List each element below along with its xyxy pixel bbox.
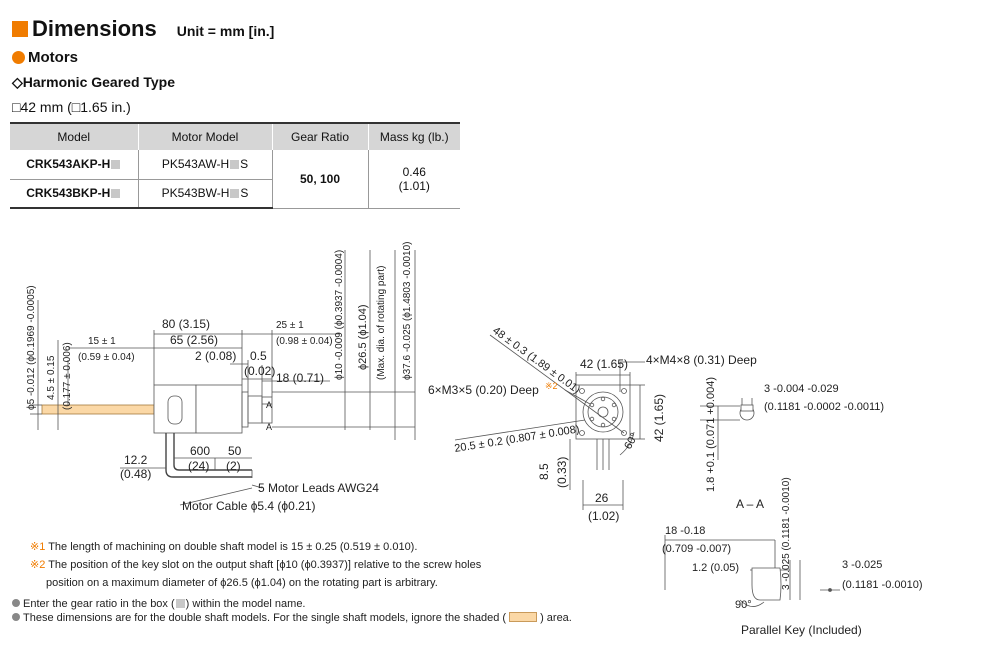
shaded-area-swatch xyxy=(509,612,538,622)
dim-24: (24) xyxy=(188,459,209,473)
key-chamfer: 1.2 (0.05) xyxy=(692,562,739,574)
dim-45: 4.5 ± 0.15 xyxy=(46,355,57,400)
tap-m3-label: 6×M3×5 (0.20) Deep xyxy=(428,383,539,397)
col-model: Model xyxy=(10,122,138,150)
dim-25: 25 ± 1 xyxy=(276,320,304,331)
dim-102: (1.02) xyxy=(588,509,619,523)
notes: ※1 The length of machining on double sha… xyxy=(30,538,481,592)
placeholder-box-icon xyxy=(230,189,240,199)
dim-65: 65 (2.56) xyxy=(170,333,218,347)
dim-25-in: (0.98 ± 0.04) xyxy=(276,336,333,347)
mass-cell: 0.46(1.01) xyxy=(367,150,460,209)
model-cell: CRK543BKP-H xyxy=(10,179,138,209)
type-heading: ◇Harmonic Geared Type xyxy=(12,74,176,90)
page-title: Dimensions xyxy=(32,16,157,41)
key-height: 3 -0.025 (0.1181 -0.0010) xyxy=(781,477,792,590)
note-1: ※1 The length of machining on double sha… xyxy=(30,541,418,553)
note-2: ※2 The position of the key slot on the o… xyxy=(30,559,482,571)
placeholder-box-icon xyxy=(175,599,185,608)
note-2-cont: position on a maximum diameter of ϕ26.5 … xyxy=(46,577,438,589)
motor-leads-label: 5 Motor Leads AWG24 xyxy=(258,481,379,495)
tap-m4-label: 4×M4×8 (0.31) Deep xyxy=(646,353,757,367)
dim-033: (0.33) xyxy=(555,457,569,488)
dim-85: 8.5 xyxy=(537,463,551,480)
gray-dot-icon xyxy=(12,599,20,607)
dim-26: 26 xyxy=(595,491,609,505)
dim-42: 42 (1.65) xyxy=(580,357,628,371)
col-motor-model: Motor Model xyxy=(137,122,272,150)
dim-2b: (2) xyxy=(226,459,241,473)
bullet-1: Enter the gear ratio in the box () withi… xyxy=(12,598,306,610)
bullet-2: These dimensions are for the double shaf… xyxy=(12,612,572,624)
dim-048: (0.48) xyxy=(120,467,151,481)
motor-cable-label: Motor Cable ϕ5.4 (ϕ0.21) xyxy=(182,499,316,513)
section-marker-a: A A xyxy=(266,400,272,432)
dim-50: 50 xyxy=(228,444,242,458)
parallel-key-label: Parallel Key (Included) xyxy=(741,623,862,637)
key-length-in: (0.709 -0.007) xyxy=(662,543,731,555)
max-dia-label: (Max. dia. of rotating part) xyxy=(376,266,387,381)
dim-376: ϕ37.6 -0.025 (ϕ1.4803 -0.0010) xyxy=(402,241,413,380)
note-mark-2: ※2 xyxy=(545,381,558,391)
dim-002: (0.02) xyxy=(244,364,275,378)
gray-dot-icon xyxy=(12,613,20,621)
key-width: 3 -0.025 xyxy=(842,559,882,571)
dim-05: 0.5 xyxy=(250,349,267,363)
dim-18: 18 (0.71) xyxy=(276,371,324,385)
orange-square-icon xyxy=(12,21,28,37)
placeholder-box-icon xyxy=(111,189,121,199)
dim-45-in: (0.177 ± 0.006) xyxy=(62,342,73,410)
section-aa-label: A – A xyxy=(736,497,764,511)
table-header-row: Model Motor Model Gear Ratio Mass kg (lb… xyxy=(10,122,460,150)
spec-table: Model Motor Model Gear Ratio Mass kg (lb… xyxy=(10,122,460,209)
svg-text:A: A xyxy=(266,422,272,432)
svg-text:A: A xyxy=(266,400,272,410)
aa-depth: 1.8 +0.1 (0.071 +0.004) xyxy=(705,377,717,492)
motors-heading: Motors xyxy=(12,49,78,66)
aa-width: 3 -0.004 -0.029 xyxy=(764,383,839,395)
dim-600: 600 xyxy=(190,444,210,458)
dim-15-in: (0.59 ± 0.04) xyxy=(78,352,135,363)
dim-shaft5: ϕ5 -0.012 (ϕ0.1969 -0.0005) xyxy=(26,285,37,410)
dim-42-vertical: 42 (1.65) xyxy=(652,394,666,442)
key-length: 18 -0.18 xyxy=(665,525,705,537)
dim-shaft10: ϕ10 -0.009 (ϕ0.3937 -0.0004) xyxy=(334,250,345,380)
section-header: Dimensions Unit = mm [in.] xyxy=(12,16,274,42)
model-cell: CRK543AKP-H xyxy=(10,150,138,180)
dim-265: ϕ26.5 (ϕ1.04) xyxy=(357,304,369,370)
unit-label: Unit = mm [in.] xyxy=(176,23,275,39)
aa-width-in: (0.1181 -0.0002 -0.0011) xyxy=(764,401,884,413)
dim-15: 15 ± 1 xyxy=(88,336,116,347)
frame-size-label: □42 mm (□1.65 in.) xyxy=(12,99,131,115)
col-gear-ratio: Gear Ratio xyxy=(271,122,368,150)
key-angle: 90° xyxy=(735,599,752,611)
rear-shaft xyxy=(41,404,155,415)
key-width-in: (0.1181 -0.0010) xyxy=(842,579,923,591)
placeholder-box-icon xyxy=(230,160,240,170)
dim-122: 12.2 xyxy=(124,453,148,467)
dim-80: 80 (3.15) xyxy=(162,317,210,331)
orange-dot-icon xyxy=(12,51,25,64)
placeholder-box-icon xyxy=(111,160,121,170)
dim-205: 20.5 ± 0.2 (0.807 ± 0.008) xyxy=(454,423,581,455)
dim-2: 2 (0.08) xyxy=(195,349,236,363)
gear-ratio-cell: 50, 100 xyxy=(271,150,368,209)
col-mass: Mass kg (lb.) xyxy=(367,122,460,150)
